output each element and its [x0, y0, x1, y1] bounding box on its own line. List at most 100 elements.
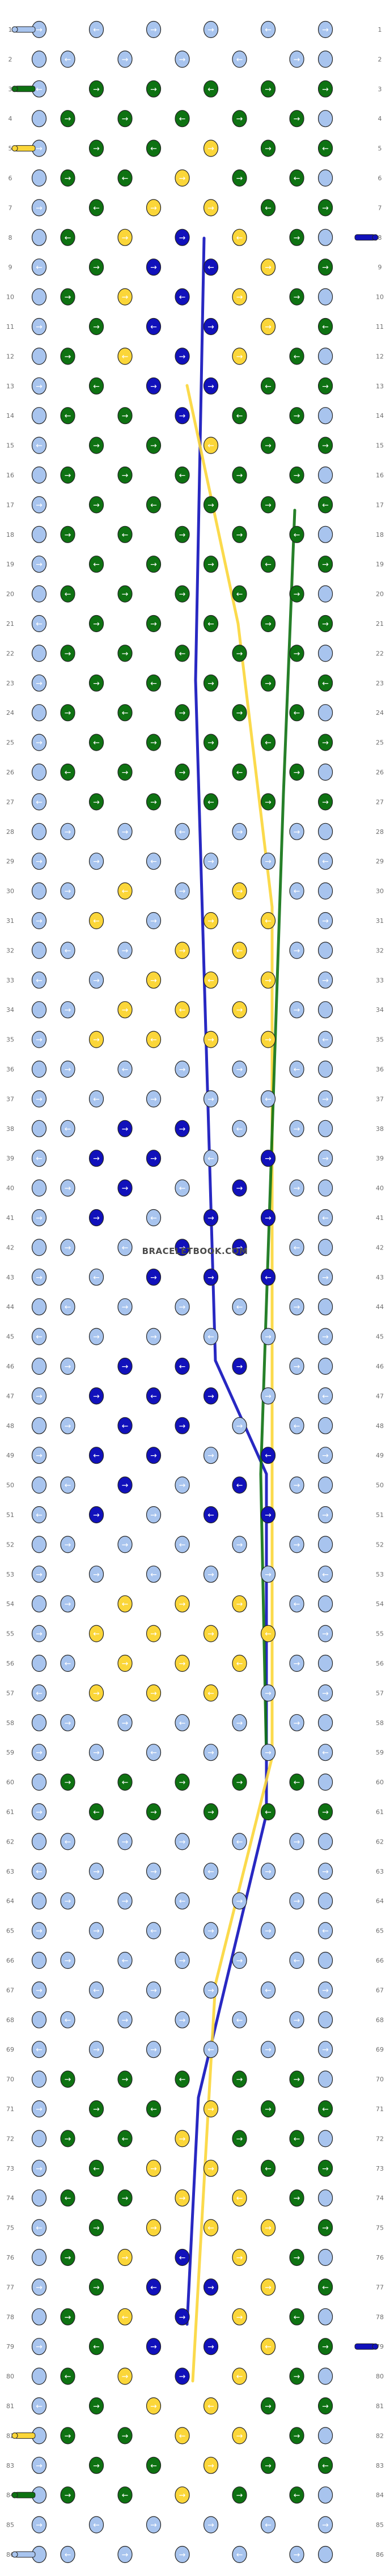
arrow-icon: ←	[65, 1659, 71, 1668]
arrow-icon: →	[179, 709, 186, 718]
knot-shape	[60, 1892, 75, 1910]
knot-shape	[203, 2041, 219, 2058]
knot: →	[175, 2130, 190, 2147]
knot: →	[117, 1833, 133, 1850]
arrow-icon: →	[207, 1273, 214, 1282]
knot-shape	[175, 348, 190, 365]
arrow-icon: →	[207, 1392, 214, 1401]
knot-shape	[317, 2338, 333, 2355]
arrow-icon: →	[294, 828, 300, 837]
knot: →	[232, 288, 247, 306]
arrow-icon: ←	[265, 1273, 272, 1282]
row-number-right: 19	[376, 561, 384, 568]
arrow-icon: →	[93, 976, 100, 985]
arrow-icon: →	[236, 531, 243, 540]
knot-shape	[289, 1239, 304, 1256]
knot-shape	[260, 496, 276, 514]
knot: ←	[203, 793, 219, 811]
arrow-icon: ←	[322, 1927, 329, 1936]
knot-shape	[317, 139, 333, 157]
row-number-right: 29	[376, 858, 384, 865]
knot-shape	[146, 1981, 162, 1999]
edge-knot	[31, 942, 47, 959]
knot-shape	[31, 853, 47, 870]
row-number-right: 86	[376, 2551, 384, 2558]
arrow-icon: →	[265, 2105, 272, 2114]
knot-shape	[31, 317, 47, 336]
knot: →	[88, 1862, 104, 1880]
row-number-right: 32	[376, 947, 384, 954]
arrow-icon: →	[179, 1065, 186, 1074]
knot: ←	[317, 1387, 333, 1405]
knot-shape	[232, 2011, 247, 2028]
arrow-icon: ←	[265, 1095, 272, 1104]
row-number-right: 62	[376, 1838, 384, 1845]
row-number-right: 67	[376, 1986, 384, 1994]
arrow-icon: →	[36, 1095, 43, 1104]
strand-tip	[11, 2492, 18, 2498]
knot: ←	[289, 704, 304, 722]
arrow-icon: →	[65, 1184, 71, 1193]
knot-shape	[260, 1387, 276, 1405]
arrow-icon: ←	[265, 917, 272, 926]
knot-shape	[260, 1447, 276, 1464]
arrow-icon: ←	[150, 1036, 157, 1045]
row-number-right: 20	[376, 591, 384, 598]
knot-shape	[260, 2278, 276, 2296]
row-number-right: 26	[376, 769, 384, 776]
knot: →	[317, 2338, 333, 2355]
knot-shape	[146, 556, 162, 573]
knot-shape	[289, 1476, 304, 1494]
knot-shape	[60, 2367, 75, 2385]
edge-knot	[317, 1298, 333, 1316]
arrow-icon: →	[207, 1036, 214, 1045]
arrow-icon: ←	[322, 1036, 329, 1045]
arrow-icon: →	[65, 471, 71, 480]
knot-shape	[203, 971, 219, 989]
knot: →	[146, 2219, 162, 2236]
knot: →	[289, 823, 304, 840]
knot: →	[60, 1892, 75, 1910]
arrow-icon: ←	[265, 560, 272, 569]
knot-shape	[232, 2130, 247, 2147]
knot: ←	[232, 2011, 247, 2028]
knot-shape	[60, 407, 75, 425]
knot: →	[203, 1090, 219, 1108]
arrow-icon: ←	[65, 1481, 71, 1490]
knot-shape	[31, 1744, 47, 1761]
knot: ←	[175, 1714, 190, 1731]
row-number-left: 83	[6, 2462, 14, 2469]
knot-shape	[175, 407, 190, 425]
arrow-icon: →	[93, 1927, 100, 1936]
knot-shape	[232, 823, 247, 840]
row-number-right: 39	[376, 1155, 384, 1162]
arrow-icon: →	[150, 1154, 157, 1163]
knot: →	[31, 912, 47, 930]
knot-shape	[117, 169, 133, 187]
knot: ←	[60, 228, 75, 246]
knot-shape	[289, 1060, 304, 1078]
strand-tip	[372, 234, 379, 241]
arrow-icon: ←	[265, 2521, 272, 2530]
arrow-icon: ←	[294, 2313, 300, 2322]
arrow-icon: →	[93, 1748, 100, 1757]
knot: ←	[88, 1803, 104, 1821]
knot: ←	[60, 1476, 75, 1494]
arrow-icon: ←	[265, 1986, 272, 1995]
arrow-icon: →	[265, 1748, 272, 1757]
knot-shape	[146, 2397, 162, 2415]
knot-shape	[232, 110, 247, 128]
row-number-right: 9	[378, 264, 382, 271]
knot: ←	[146, 1387, 162, 1405]
row-number-right: 81	[376, 2403, 384, 2410]
row-number-left: 18	[6, 531, 14, 539]
row-number-right: 66	[376, 1957, 384, 1964]
edge-knot	[317, 228, 333, 246]
knot-shape	[31, 1565, 47, 1583]
knot: →	[146, 1803, 162, 1821]
arrow-icon: →	[122, 1481, 129, 1490]
knot: ←	[317, 1209, 333, 1227]
arrow-icon: →	[36, 2461, 43, 2471]
edge-knot	[317, 1833, 333, 1850]
knot: →	[146, 793, 162, 811]
